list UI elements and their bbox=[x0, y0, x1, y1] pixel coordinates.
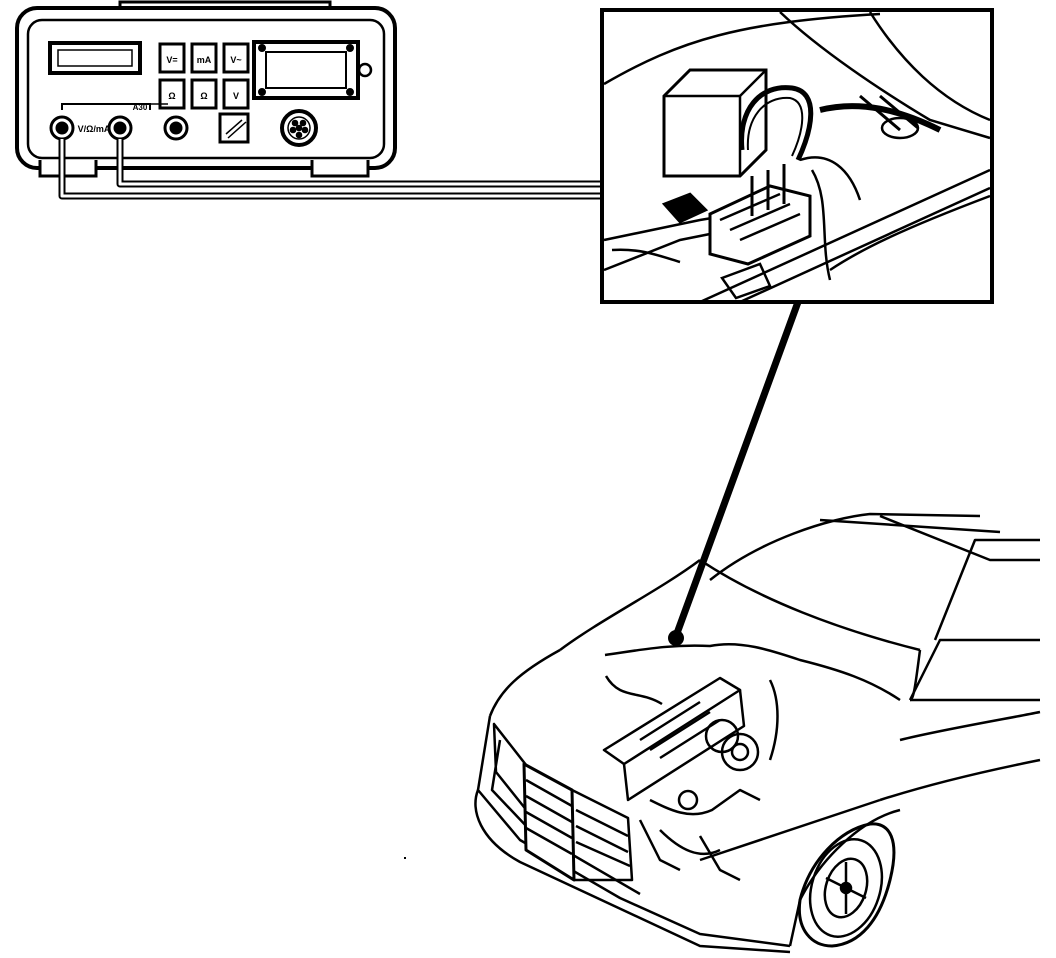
car-icon bbox=[404, 512, 1041, 954]
detail-inset bbox=[600, 8, 994, 304]
callout-leader bbox=[668, 300, 802, 646]
grille-icon bbox=[522, 762, 634, 882]
function-keys bbox=[158, 42, 250, 110]
multimeter-tester bbox=[15, 0, 397, 178]
wheel-icon bbox=[797, 822, 896, 948]
key-label-ohm-2: Ω bbox=[200, 91, 207, 101]
key-label-v-ac: V~ bbox=[230, 55, 241, 65]
socket-label: V/Ω/mA bbox=[78, 124, 111, 134]
key-label-v: V bbox=[233, 91, 239, 101]
indicator-lamp bbox=[357, 62, 373, 78]
key-label-ma: mA bbox=[197, 55, 212, 65]
key-label-ohm: Ω bbox=[168, 91, 175, 101]
key-label-v-dc: V= bbox=[166, 55, 177, 65]
range-label: A30 bbox=[133, 103, 148, 112]
left-display bbox=[48, 41, 142, 75]
connector-plug-icon bbox=[280, 109, 318, 147]
